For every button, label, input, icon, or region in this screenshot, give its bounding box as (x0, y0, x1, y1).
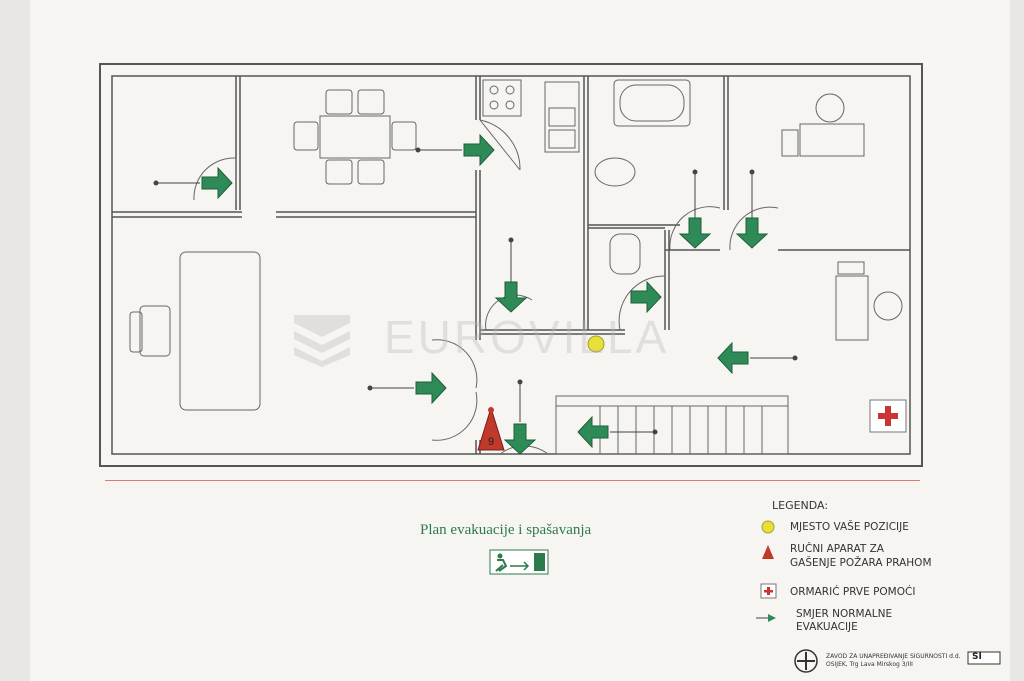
legend-item-position: MJESTO VAŠE POZICIJE (790, 521, 909, 533)
legend-item-extinguisher-1: RUČNI APARAT ZA (790, 543, 884, 555)
evac-arrow-7 (679, 169, 711, 249)
footer-text: ZAVOD ZA UNAPREĐIVANJE SIGURNOSTI d.d. O… (826, 653, 961, 669)
red-triangle-icon (762, 545, 774, 559)
evac-arrow-1 (153, 167, 233, 199)
certification-badge-text: SI (972, 652, 982, 662)
legend-item-extinguisher-2: GAŠENJE POŽARA PRAHOM (790, 557, 932, 569)
outer-walls (99, 63, 923, 467)
green-arrow-icon (756, 614, 776, 622)
watermark: EUROVILLA (290, 305, 669, 369)
bathroom-fixtures (594, 79, 691, 275)
your-position-marker (587, 335, 605, 353)
evac-arrow-8 (736, 169, 768, 249)
watermark-text: EUROVILLA (384, 311, 670, 363)
evac-arrow-5 (504, 379, 536, 455)
extinguisher-number: 9 (488, 436, 494, 448)
footer-line-2: OSIJEK, Trg Lava Mirskog 3/III (826, 661, 913, 668)
legend-item-first-aid: ORMARIĆ PRVE POMOĆI (790, 586, 916, 598)
legend-item-evacuation-1: SMJER NORMALNE (796, 608, 893, 620)
evac-arrow-9 (717, 342, 798, 374)
door-swings (193, 119, 779, 455)
watermark-logo-icon (294, 315, 350, 367)
staircase (555, 395, 789, 455)
legend-item-evacuation-2: EVAKUACIJE (796, 621, 858, 633)
first-aid-icon (869, 399, 907, 433)
legend-icons (756, 520, 777, 622)
evacuation-arrows (153, 134, 798, 455)
office-furniture (781, 93, 903, 341)
yellow-dot-icon (761, 520, 775, 534)
certification-badge (967, 651, 1001, 665)
evac-arrow-4 (367, 372, 447, 404)
footer-line-1: ZAVOD ZA UNAPREĐIVANJE SIGURNOSTI d.d. (826, 653, 961, 660)
interior-walls (112, 76, 910, 454)
evac-arrow-3 (495, 237, 527, 313)
evac-arrow-10 (577, 416, 658, 448)
evac-arrow-2 (415, 134, 495, 166)
institute-logo-icon (794, 649, 818, 673)
divider-line (105, 480, 920, 481)
legend-heading: LEGENDA: (772, 499, 829, 512)
fire-extinguisher-icon: 9 (477, 406, 505, 451)
plan-title: Plan evakuacije i spašavanja (420, 522, 592, 538)
exit-sign-icon (489, 549, 549, 575)
dining-table (293, 89, 417, 185)
office-desk (129, 251, 261, 411)
kitchen (482, 79, 580, 153)
